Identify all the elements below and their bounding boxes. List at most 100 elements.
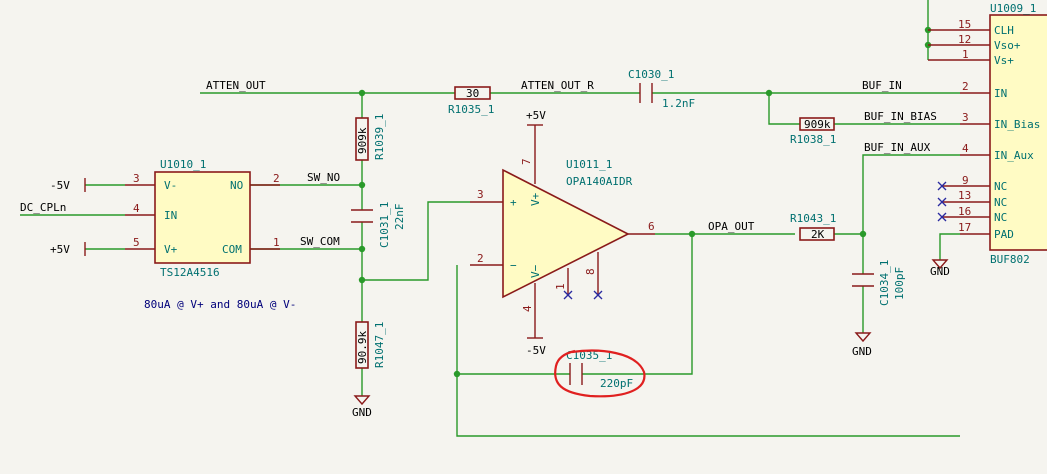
svg-text:-5V: -5V — [526, 344, 546, 357]
capacitor-c1030[interactable]: C1030_1 1.2nF — [628, 68, 695, 110]
gnd-symbol-c1034: GND — [852, 332, 872, 358]
c1034-value: 100pF — [893, 267, 906, 300]
r1047-value: 90.9k — [356, 331, 369, 364]
r1039-value: 909k — [356, 127, 369, 154]
capacitor-c1034[interactable]: C1034_1 100pF — [852, 260, 906, 306]
net-label-buf-in-aux: BUF_IN_AUX — [864, 141, 931, 154]
u1010-pin-vpos: V+ — [164, 243, 178, 256]
u1010-pinnum-vneg: 3 — [133, 172, 140, 185]
u1010-pin-no: NO — [230, 179, 243, 192]
u1009-pinnum: 2 — [962, 80, 969, 93]
u1010-pinnum-no: 2 — [273, 172, 280, 185]
svg-text:+5V: +5V — [526, 109, 546, 122]
switch-u1010[interactable]: U1010_1 TS12A4516 V- IN V+ NO COM 3 4 5 … — [125, 158, 280, 279]
u1010-pin-in: IN — [164, 209, 177, 222]
u1009-pin-in-aux: IN_Aux — [994, 149, 1034, 162]
net-label-sw-com: SW_COM — [300, 235, 340, 248]
u1009-pin-in-bias: IN_Bias — [994, 118, 1040, 131]
r1035-ref: R1035_1 — [448, 103, 494, 116]
r1043-value: 2K — [811, 228, 825, 241]
u1009-pinnum: 15 — [958, 18, 971, 31]
power-neg5-bottom: -5V — [526, 330, 546, 357]
c1030-value: 1.2nF — [662, 97, 695, 110]
u1011-pinnum-3: 3 — [477, 188, 484, 201]
resistor-r1047[interactable]: 90.9k R1047_1 — [355, 321, 386, 369]
c1030-ref: C1030_1 — [628, 68, 674, 81]
resistor-r1035[interactable]: 30 R1035_1 — [448, 86, 494, 116]
u1011-pinnum-2: 2 — [477, 252, 484, 265]
current-note: 80uA @ V+ and 80uA @ V- — [144, 298, 296, 311]
r1038-ref: R1038_1 — [790, 133, 836, 146]
u1009-pin-vs: Vs+ — [994, 54, 1014, 67]
buffer-u1009[interactable]: U1009_1 BUF802 CLH Vso+ Vs+ IN IN_Bias I… — [928, 2, 1047, 266]
u1009-pinnum: 17 — [958, 221, 971, 234]
opamp-vminus-label: V− — [529, 264, 542, 278]
nc-markers-buf802 — [937, 181, 947, 222]
c1031-ref: C1031_1 — [378, 202, 391, 248]
u1009-value: BUF802 — [990, 253, 1030, 266]
gnd-symbol-pad: GND — [930, 259, 950, 278]
r1043-ref: R1043_1 — [790, 212, 836, 225]
resistor-r1039[interactable]: 909k R1039_1 — [355, 114, 386, 161]
u1010-pinnum-in: 4 — [133, 202, 140, 215]
c1034-ref: C1034_1 — [878, 260, 891, 306]
c1031-value: 22nF — [393, 204, 406, 231]
opamp-vplus-label: V+ — [529, 192, 542, 206]
net-label-dc-cpln: DC_CPLn — [20, 201, 66, 214]
opamp-plus-symbol: + — [510, 196, 517, 209]
highlight-circle — [554, 349, 646, 398]
u1009-pin-in: IN — [994, 87, 1007, 100]
u1010-pin-vneg: V- — [164, 179, 177, 192]
opamp-u1011[interactable]: + − V+ V− 3 2 7 4 6 1 8 U1011_1 OPA140AI… — [470, 147, 655, 330]
u1009-pin-clh: CLH — [994, 24, 1014, 37]
u1011-ref: U1011_1 — [566, 158, 612, 171]
gnd-label: GND — [930, 265, 950, 278]
u1010-value: TS12A4516 — [160, 266, 220, 279]
resistor-r1038[interactable]: 909k R1038_1 — [790, 117, 836, 146]
u1011-pinnum-6: 6 — [648, 220, 655, 233]
net-label-buf-in: BUF_IN — [862, 79, 902, 92]
r1038-value: 909k — [804, 118, 831, 131]
capacitor-c1031[interactable]: C1031_1 22nF — [351, 202, 406, 248]
u1009-pinnum: 9 — [962, 174, 969, 187]
u1010-pinnum-vpos: 5 — [133, 236, 140, 249]
resistor-r1043[interactable]: 2K R1043_1 — [790, 212, 836, 241]
u1009-pinnum: 12 — [958, 33, 971, 46]
u1010-pin-com: COM — [222, 243, 242, 256]
power-neg5-left: -5V — [50, 178, 125, 192]
net-label-atten-out: ATTEN_OUT — [206, 79, 266, 92]
nc-markers-opamp — [563, 290, 603, 300]
u1009-pin-vso: Vso+ — [994, 39, 1021, 52]
svg-text:-5V: -5V — [50, 179, 70, 192]
u1011-pinnum-7: 7 — [520, 158, 533, 165]
opamp-minus-symbol: − — [510, 259, 517, 272]
u1009-pin-nc: NC — [994, 211, 1007, 224]
u1009-pin-pad: PAD — [994, 228, 1014, 241]
power-pos5-top: +5V — [526, 109, 546, 147]
u1009-pin-nc: NC — [994, 196, 1007, 209]
u1009-pinnum: 16 — [958, 205, 971, 218]
u1009-pinnum: 1 — [962, 48, 969, 61]
u1010-ref: U1010_1 — [160, 158, 206, 171]
c1035-value: 220pF — [600, 377, 633, 390]
r1035-value: 30 — [466, 87, 479, 100]
u1009-pinnum: 4 — [962, 142, 969, 155]
r1047-ref: R1047_1 — [373, 322, 386, 368]
svg-text:+5V: +5V — [50, 243, 70, 256]
power-pos5-left: +5V — [50, 242, 125, 256]
u1009-ref: U1009_1 — [990, 2, 1036, 15]
u1011-value: OPA140AIDR — [566, 175, 633, 188]
u1009-pin-nc: NC — [994, 180, 1007, 193]
net-label-sw-no: SW_NO — [307, 171, 340, 184]
u1009-pinnum: 3 — [962, 111, 969, 124]
u1009-pinnum: 13 — [958, 189, 971, 202]
r1039-ref: R1039_1 — [373, 114, 386, 160]
junctions — [358, 26, 932, 378]
u1011-pinnum-1: 1 — [554, 283, 567, 290]
gnd-symbol-r1047: GND — [352, 395, 372, 419]
net-label-buf-in-bias: BUF_IN_BIAS — [864, 110, 937, 123]
net-label-opa-out: OPA_OUT — [708, 220, 755, 233]
net-label-atten-out-r: ATTEN_OUT_R — [521, 79, 594, 92]
u1011-pinnum-4: 4 — [521, 305, 534, 312]
